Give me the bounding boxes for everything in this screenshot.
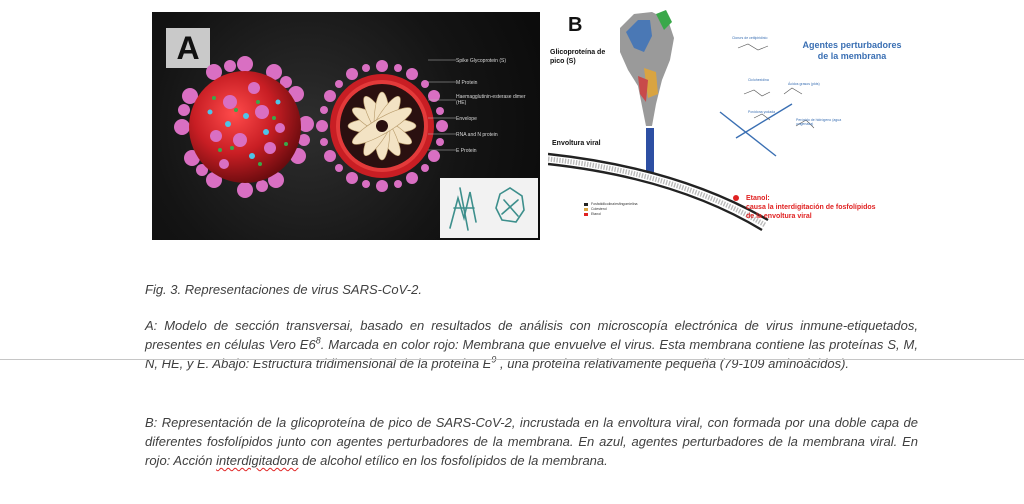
label-leader-lines <box>428 59 456 151</box>
e-protein-structure-inset <box>440 178 538 238</box>
figure-panel-b: B Glicoproteína de pico (S) Envoltura vi… <box>548 8 908 240</box>
caption-paragraph-b: B: Representación de la glicoproteína de… <box>145 413 918 470</box>
agents-title: Agentes perturbadores de la membrana <box>802 40 902 61</box>
legend-label: Fosfatidilcolina/esfingomielina <box>591 202 638 206</box>
panel-a-letter: A <box>166 28 210 68</box>
spike-protein-structure <box>620 10 674 126</box>
panel-b-letter: B <box>568 14 583 36</box>
virus-illustration <box>174 56 314 198</box>
envelope-label: Envoltura viral <box>552 140 601 147</box>
label-spike: Spike Glycoprotein (S) <box>456 58 507 64</box>
spike-membrane-diagram <box>548 10 815 232</box>
page-break-line <box>0 359 1024 360</box>
agent-label-peroxido: Peróxido de hidrógeno (agua oxigenada) <box>796 118 842 126</box>
caption-b-text-1: B: Representación de la glicoproteína de… <box>145 415 918 468</box>
legend-swatch <box>584 203 588 206</box>
agent-label-acidos: Ácidos grasos (pkts) <box>788 82 820 86</box>
label-rna: RNA and N protein <box>456 132 498 138</box>
citation-8: 8 <box>315 335 321 346</box>
etanol-title: Etanol: <box>746 195 770 202</box>
legend-label: Colesterol <box>591 207 607 211</box>
spellcheck-word[interactable]: interdigitadora <box>216 453 299 468</box>
label-m-protein: M Protein <box>456 80 478 86</box>
membrane-legend: Fosfatidilcolina/esfingomielina Colester… <box>584 202 638 217</box>
legend-item: Fosfatidilcolina/esfingomielina <box>584 202 638 207</box>
protein-structure-icon <box>449 187 525 231</box>
legend-label: Etanol <box>591 212 601 216</box>
spike-ring <box>316 60 448 192</box>
label-he: Haemagglutinin-esterase dimer (HE) <box>456 94 526 106</box>
agent-label-cetilpiridinio: Clorurs de cetilpiridinio <box>732 36 768 40</box>
etanol-annotation: Etanol: causa la interdigitación de fosf… <box>746 194 876 221</box>
agent-label-ciclohexidina: Ciclohexidina <box>748 78 769 82</box>
virus-cross-section <box>316 60 448 192</box>
legend-swatch <box>584 213 588 216</box>
caption-paragraph-a: A: Modelo de sección transversai, basado… <box>145 316 918 373</box>
figure-title: Fig. 3. Representaciones de virus SARS-C… <box>145 282 422 297</box>
figure-panel-a: A <box>152 12 540 240</box>
caption-a-text-1: A: Modelo de sección transversai, basado… <box>145 318 918 352</box>
legend-swatch <box>584 208 588 211</box>
legend-item: Colesterol <box>584 207 638 212</box>
glyco-label: Glicoproteína de pico (S) <box>550 49 606 65</box>
label-e-protein: E Protein <box>456 148 477 154</box>
caption-b-text-2: de alcohol etílico en los fosfolípidos d… <box>298 453 608 468</box>
agent-label-povidona: Povidona yodada <box>748 110 776 114</box>
label-envelope: Envelope <box>456 116 477 122</box>
etanol-description: causa la interdigitación de fosfolípidos… <box>746 204 876 220</box>
legend-item: Etanol <box>584 212 638 217</box>
